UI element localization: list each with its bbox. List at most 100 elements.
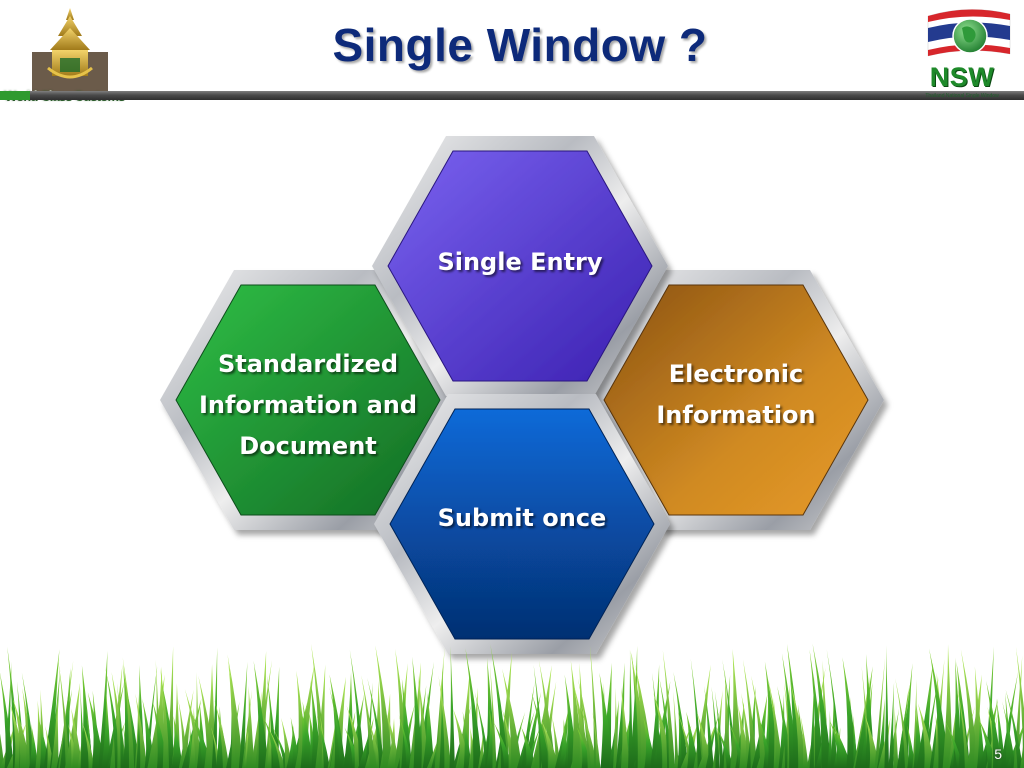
grass-blade — [942, 644, 953, 768]
grass-blade — [812, 643, 832, 768]
grass-blade — [367, 677, 385, 768]
grass-blade — [43, 649, 60, 768]
grass-blade — [478, 725, 484, 768]
grass-blade — [929, 648, 950, 768]
grass-blade — [122, 657, 136, 768]
grass-blade — [367, 717, 382, 768]
grass-blade — [398, 714, 413, 768]
grass-blade — [1002, 701, 1016, 768]
grass-blade — [579, 704, 598, 768]
grass-blade — [809, 649, 824, 768]
grass-blade — [29, 723, 39, 768]
header-divider-accent — [0, 91, 30, 100]
hexagon-single-entry — [372, 136, 668, 396]
grass-blade — [711, 686, 720, 768]
grass-blade — [417, 661, 434, 768]
grass-blade — [521, 682, 535, 768]
grass-blade — [956, 661, 970, 768]
grass-blade — [827, 710, 833, 768]
grass-blade — [117, 683, 125, 768]
grass-blade — [462, 711, 472, 768]
grass-blade — [0, 672, 15, 768]
grass-blade — [438, 675, 452, 768]
hexagon-submit-once — [374, 394, 670, 654]
grass-blade — [716, 726, 735, 768]
grass-blade — [592, 711, 601, 768]
grass-blade — [613, 687, 618, 768]
grass-blade — [211, 647, 218, 768]
grass-blade — [215, 706, 224, 768]
nsw-logo-text: NSW — [929, 62, 995, 92]
grass-blade — [945, 721, 964, 768]
grass-blade — [888, 682, 895, 768]
grass-blade — [531, 692, 551, 768]
grass-blade — [751, 675, 767, 768]
grass-blade — [599, 672, 614, 768]
grass-blade — [1015, 646, 1024, 768]
grass-blade — [253, 660, 269, 768]
grass-blade — [540, 719, 560, 768]
grass-blade — [268, 727, 286, 768]
grass-blade — [204, 664, 216, 768]
grass-blade — [365, 682, 373, 768]
slide-title: Single Window ? — [332, 19, 708, 71]
thai-customs-emblem-icon — [32, 8, 108, 92]
grass-blade — [449, 646, 455, 768]
grass-blade — [895, 678, 910, 768]
grass-blade — [1000, 670, 1019, 768]
grass-blade — [51, 697, 59, 768]
grass-blade — [977, 707, 986, 768]
hexagon-label-electronic: Electronic Information — [656, 360, 816, 429]
nsw-logo-subtitle: Thailand National Single Window — [925, 93, 999, 99]
grass-blade — [502, 668, 523, 768]
grass-blade — [778, 694, 786, 768]
grass-blade — [1005, 689, 1023, 768]
grass-blade — [743, 659, 758, 768]
grass-blade — [832, 724, 852, 768]
grass-blade — [521, 726, 537, 768]
grass-blade — [263, 716, 283, 768]
grass-blade — [723, 668, 731, 768]
grass-blade — [493, 721, 513, 768]
grass-blade — [329, 674, 346, 768]
hexagon-label-standardized: Standardized Information and Document — [198, 350, 418, 460]
grass-blade — [266, 720, 273, 768]
grass-blade — [686, 711, 699, 768]
grass-blade — [474, 691, 490, 768]
grass-blade — [490, 644, 509, 768]
grass-blade — [996, 698, 1006, 768]
grass-blade — [329, 686, 345, 768]
grass-blade — [538, 659, 556, 768]
grass-blade — [171, 715, 183, 768]
grass-blade — [57, 657, 70, 768]
grass-blade — [884, 645, 890, 768]
grass-blade — [662, 650, 676, 768]
grass-blade — [214, 700, 230, 768]
grass-blade — [135, 693, 148, 768]
grass-blade — [673, 691, 679, 768]
grass-blade — [768, 678, 783, 768]
grass-blade — [714, 690, 725, 768]
thai-flag-globe-icon — [927, 9, 1011, 57]
grass-blade — [358, 717, 374, 768]
grass-blade — [439, 662, 446, 768]
grass-blade — [401, 678, 413, 768]
grass-blade — [227, 654, 244, 768]
grass-blade — [912, 679, 917, 768]
grass-blade — [730, 649, 742, 768]
grass-blade — [161, 679, 177, 768]
grass-blade — [124, 679, 140, 768]
grass-blade — [178, 698, 189, 768]
grass-blade — [892, 706, 899, 768]
hexagon-label-submit-once: Submit once — [437, 504, 607, 532]
grass-blade — [704, 685, 714, 768]
grass-blade — [361, 675, 376, 768]
hexagon-label-single-entry: Single Entry — [437, 248, 603, 276]
grass-blade — [71, 708, 83, 768]
grass-blade — [198, 675, 216, 768]
header-divider — [0, 91, 1024, 100]
grass-blade — [574, 685, 591, 768]
page-number: 5 — [994, 746, 1002, 762]
grass-blade — [316, 715, 330, 768]
